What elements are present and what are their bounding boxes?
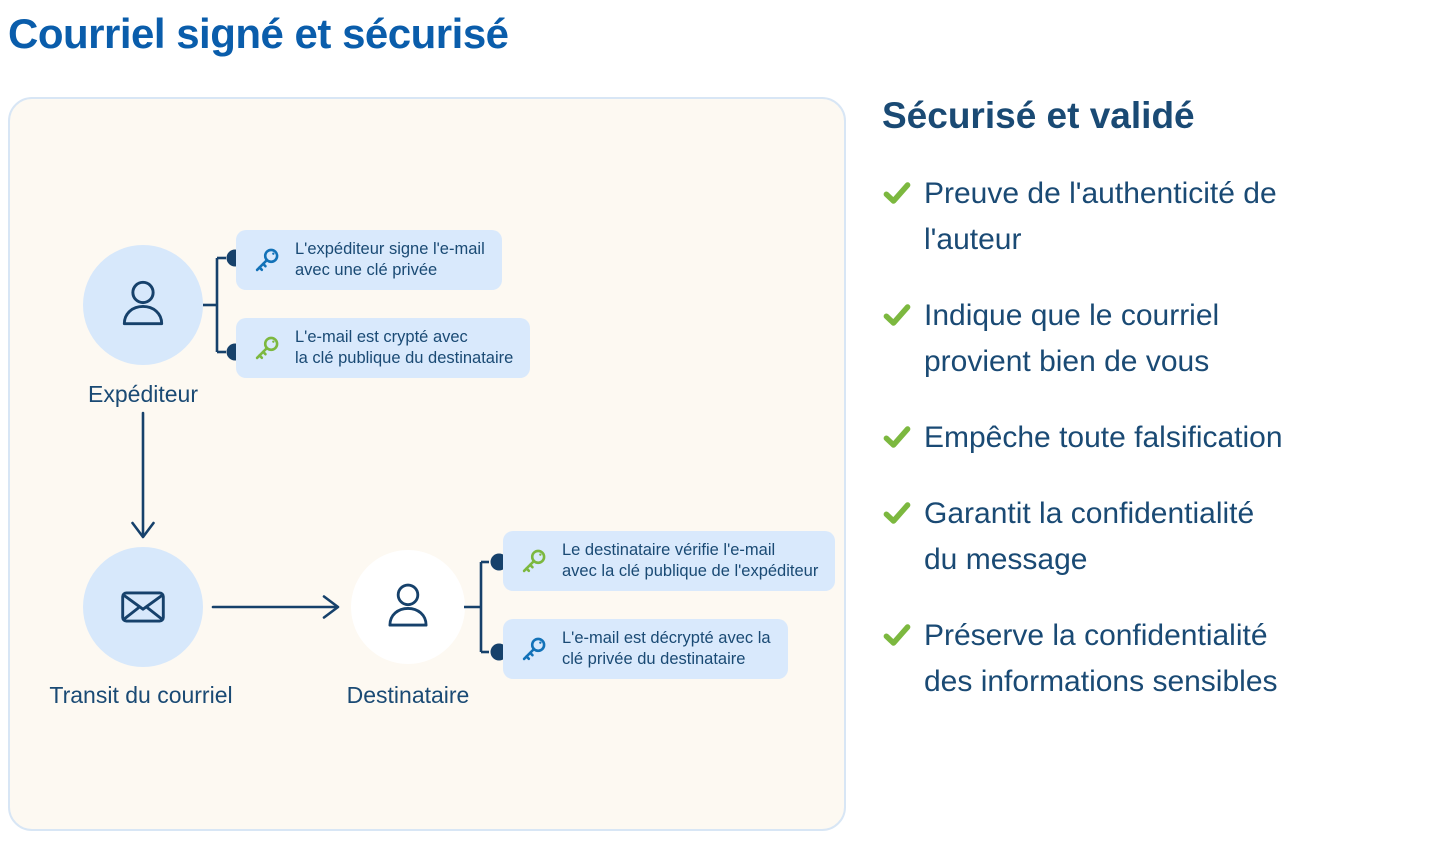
check-icon bbox=[882, 178, 912, 208]
page-title: Courriel signé et sécurisé bbox=[8, 10, 509, 57]
benefit-item: Préserve la confidentialité des informat… bbox=[882, 613, 1430, 705]
benefit-item: Preuve de l'authenticité de l'auteur bbox=[882, 171, 1430, 263]
callout-encrypt-email: L'e-mail est crypté avec la clé publique… bbox=[236, 318, 531, 378]
flow-arrow-down bbox=[131, 411, 155, 539]
recipient-node bbox=[351, 550, 465, 664]
benefit-item: Empêche toute falsification bbox=[882, 415, 1430, 461]
transit-label: Transit du courriel bbox=[49, 682, 233, 708]
check-icon bbox=[882, 300, 912, 330]
callout-sign-email: L'expéditeur signe l'e-mail avec une clé… bbox=[236, 230, 502, 290]
transit-node bbox=[83, 547, 203, 667]
key-icon bbox=[522, 637, 546, 660]
benefit-item: Garantit la confidentialité du message bbox=[882, 491, 1430, 583]
user-icon bbox=[388, 583, 428, 627]
benefits-section: Sécurisé et validé Preuve de l'authentic… bbox=[882, 95, 1430, 735]
key-icon bbox=[522, 549, 546, 572]
sender-label: Expéditeur bbox=[88, 381, 198, 407]
check-icon bbox=[882, 422, 912, 452]
benefit-text: Garantit la confidentialité du message bbox=[924, 497, 1255, 576]
callout-text: L'e-mail est crypté avec la clé publique… bbox=[295, 328, 514, 367]
user-icon bbox=[122, 280, 164, 326]
key-icon bbox=[255, 336, 279, 359]
callout-text: L'e-mail est décrypté avec la clé privée… bbox=[562, 629, 771, 668]
envelope-icon bbox=[121, 591, 165, 623]
benefit-item: Indique que le courriel provient bien de… bbox=[882, 293, 1430, 385]
sender-node bbox=[83, 245, 203, 365]
callout-text: Le destinataire vérifie l'e-mail avec la… bbox=[562, 541, 819, 580]
benefit-text: Empêche toute falsification bbox=[924, 421, 1283, 454]
benefit-text: Indique que le courriel provient bien de… bbox=[924, 299, 1220, 378]
benefit-text: Préserve la confidentialité des informat… bbox=[924, 619, 1278, 698]
recipient-label: Destinataire bbox=[346, 682, 470, 708]
diagram-panel bbox=[8, 97, 846, 831]
check-icon bbox=[882, 620, 912, 650]
flow-arrow-right bbox=[211, 595, 340, 619]
key-icon bbox=[255, 248, 279, 271]
benefit-text: Preuve de l'authenticité de l'auteur bbox=[924, 177, 1277, 256]
callout-decrypt-email: L'e-mail est décrypté avec la clé privée… bbox=[503, 619, 788, 679]
check-icon bbox=[882, 498, 912, 528]
benefits-heading: Sécurisé et validé bbox=[882, 95, 1195, 136]
callout-text: L'expéditeur signe l'e-mail avec une clé… bbox=[295, 240, 485, 279]
callout-verify-email: Le destinataire vérifie l'e-mail avec la… bbox=[503, 531, 836, 591]
